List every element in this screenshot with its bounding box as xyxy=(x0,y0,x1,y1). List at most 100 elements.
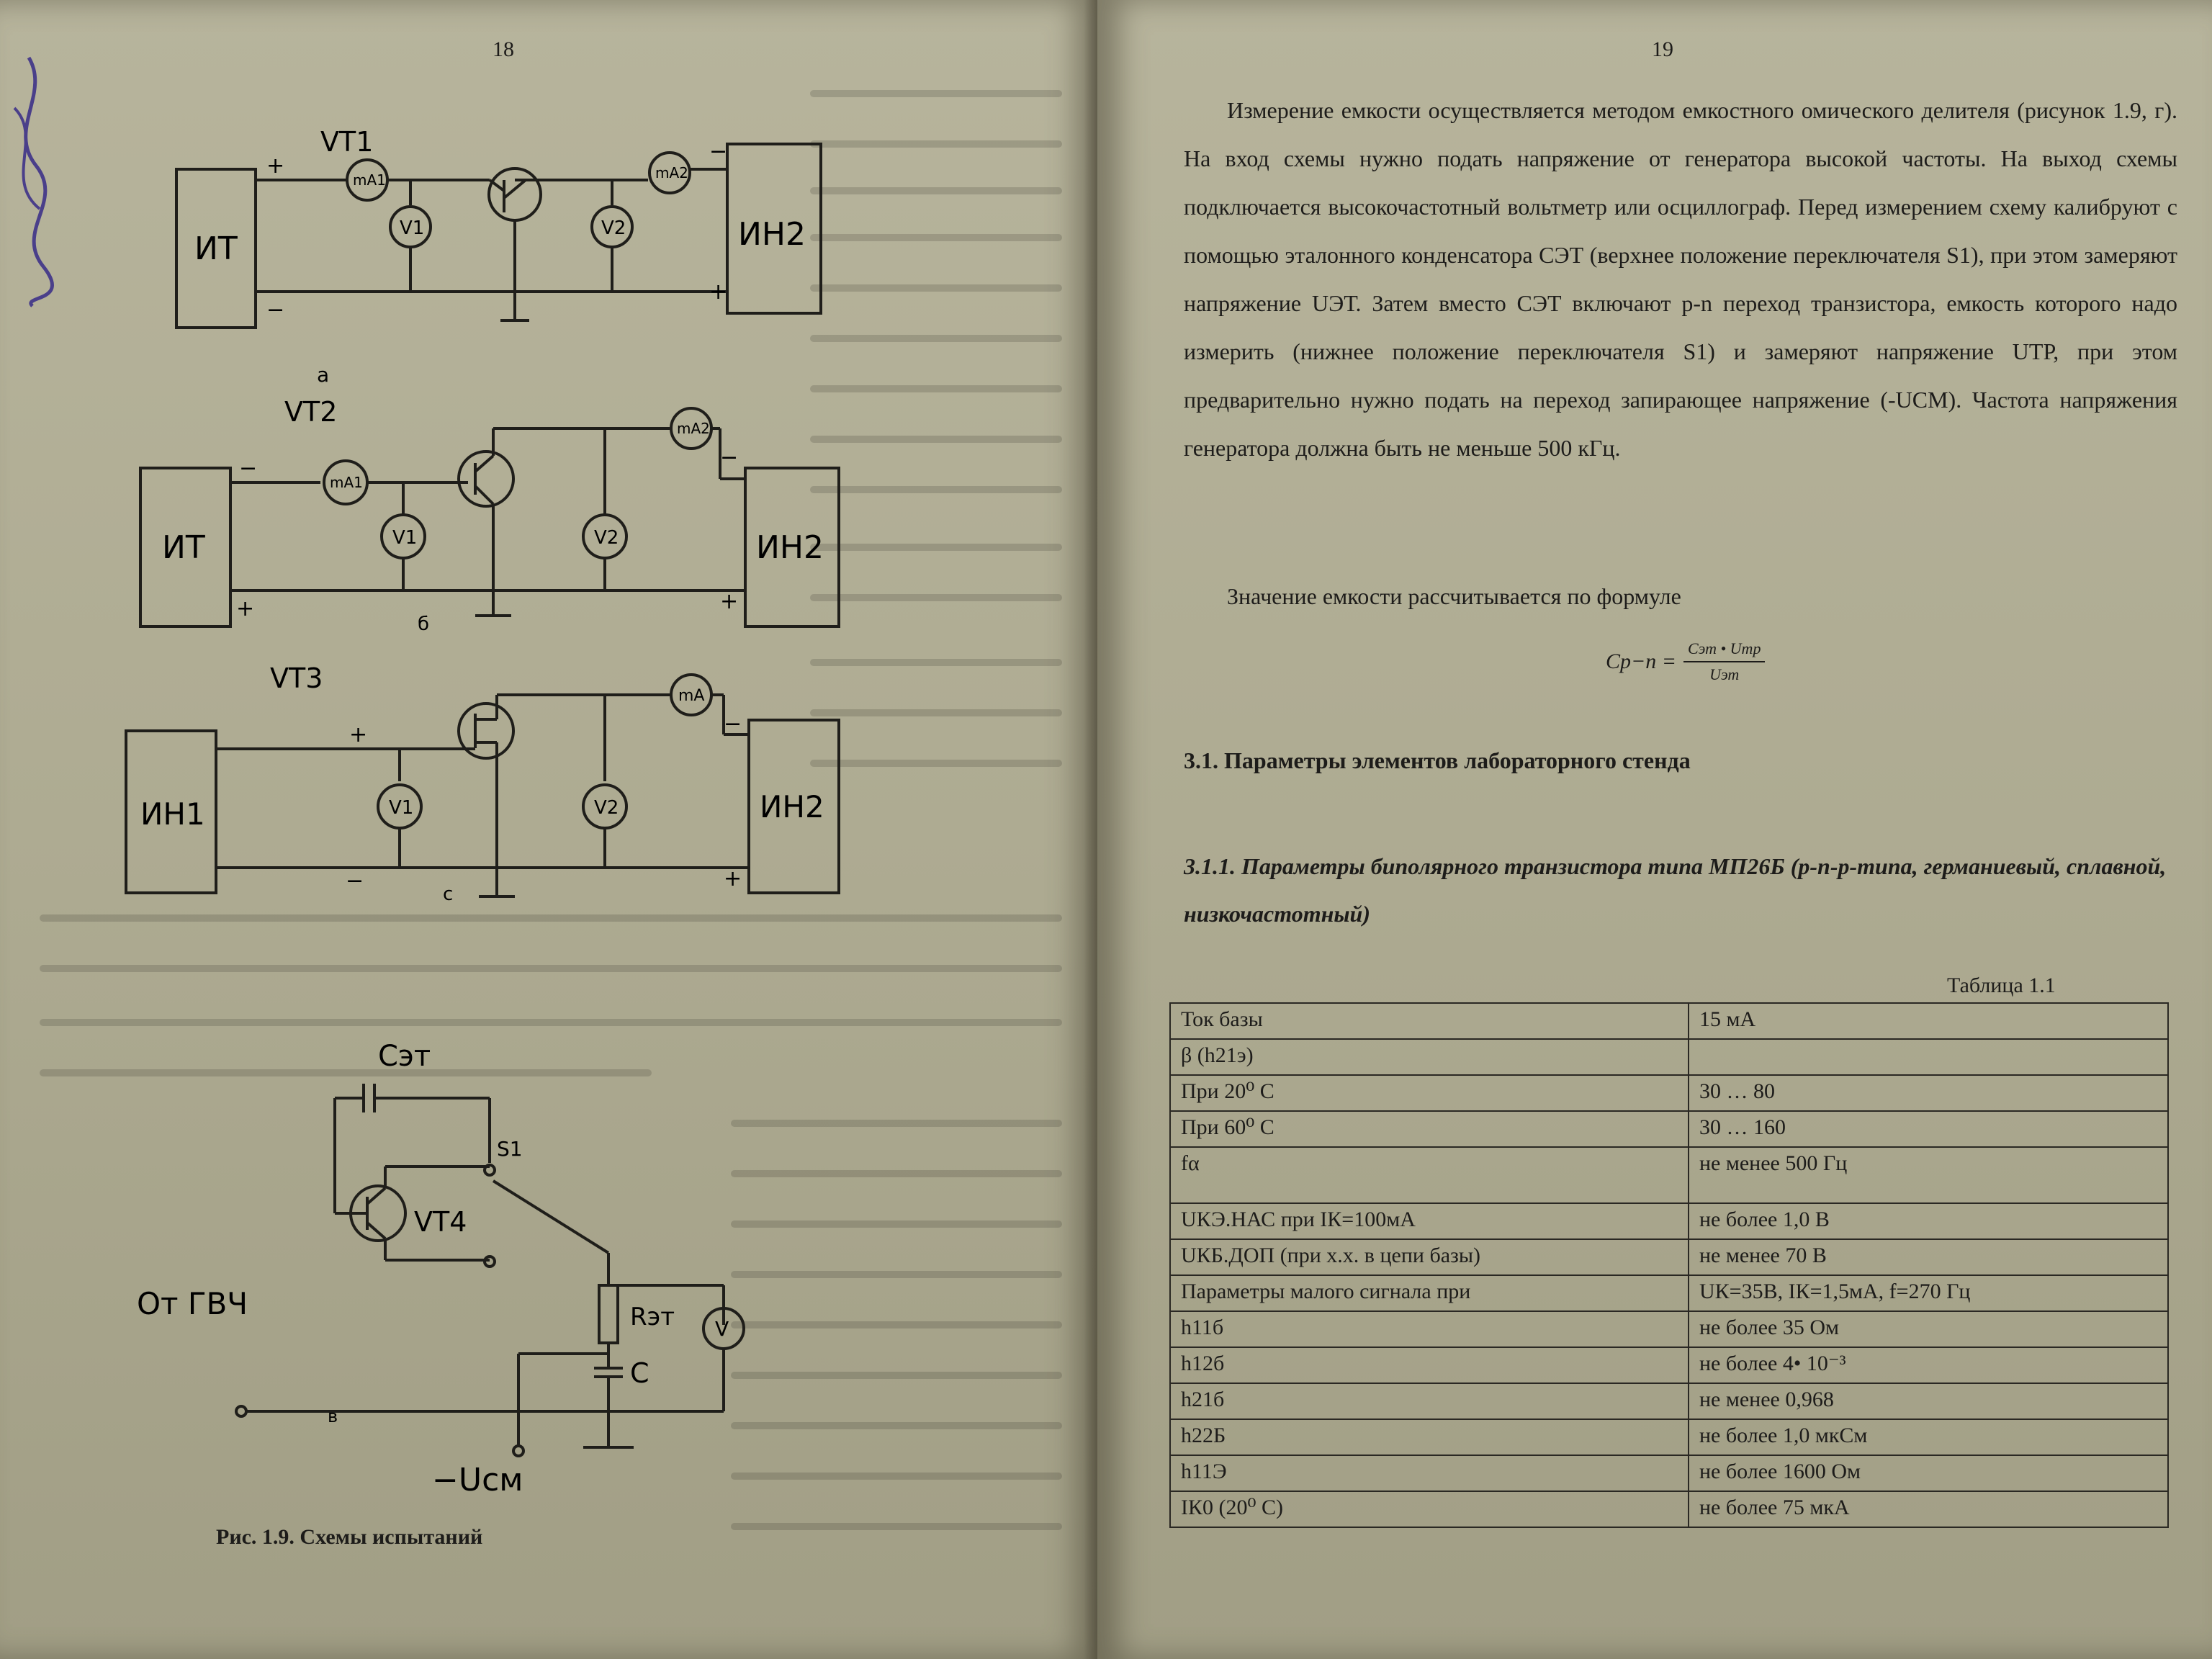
left-page: 18 xyxy=(0,0,1097,1659)
table-cell: 15 мА xyxy=(1688,1002,2169,1040)
table-cell: h11б xyxy=(1169,1310,1689,1348)
vt1-meter2-label: mA2 xyxy=(655,164,688,181)
vt4-resistor-label: Rэт xyxy=(630,1303,675,1331)
table-cell: Параметры малого сигнала при xyxy=(1169,1274,1689,1312)
schematic-vt4: Сэт S1 VT4 Rэт С V От ГВЧ −Uсм в xyxy=(137,1040,745,1498)
vt2-polarity-left-top: − xyxy=(239,456,257,481)
vt1-volt2-label: V2 xyxy=(601,217,626,239)
formula-denominator: Uэт xyxy=(1709,665,1740,683)
vt3-load-box-label: ИН2 xyxy=(760,789,824,824)
table-cell xyxy=(1688,1038,2169,1076)
table-cell: Ток базы xyxy=(1169,1002,1689,1040)
vt2-polarity-left-bottom: + xyxy=(236,596,254,621)
vt1-volt1-label: V1 xyxy=(400,217,424,239)
vt1-title: VT1 xyxy=(320,126,373,158)
vt3-polarity-left-top: + xyxy=(349,722,367,747)
vt1-polarity-right-bottom: + xyxy=(709,279,727,305)
figure-caption: Рис. 1.9. Схемы испытаний xyxy=(216,1525,483,1549)
vt2-source-box-label: ИТ xyxy=(162,529,205,566)
vt1-polarity-right-top: − xyxy=(709,139,727,164)
schematic-vt2: VT2 ИТ ИН2 mA1 mA2 V1 V2 − + − + б xyxy=(139,400,840,635)
vt4-switch-label: S1 xyxy=(497,1137,523,1161)
vt3-polarity-right-top: − xyxy=(724,711,742,737)
vt4-sublabel: в xyxy=(328,1406,338,1426)
vt4-cap2-label: С xyxy=(630,1357,649,1389)
table-cell: 30 … 80 xyxy=(1688,1074,2169,1112)
table-cell: не более 75 мкА xyxy=(1688,1491,2169,1528)
table-cell: При 60⁰ С xyxy=(1169,1110,1689,1148)
table-cell: fα xyxy=(1169,1146,1689,1204)
vt3-volt2-label: V2 xyxy=(594,797,619,819)
vt1-polarity-left-top: + xyxy=(266,153,284,179)
table-cell: не более 1600 Ом xyxy=(1688,1455,2169,1492)
table-cell: не менее 0,968 xyxy=(1688,1382,2169,1420)
page-number-right: 19 xyxy=(1652,37,1673,61)
handwritten-signature xyxy=(13,56,54,307)
vt2-load-box-label: ИН2 xyxy=(756,529,824,566)
vt4-bias-label: −Uсм xyxy=(432,1462,523,1498)
formula-numerator: Cэт • Uтр xyxy=(1683,639,1766,662)
vt3-polarity-left-bottom: − xyxy=(346,868,364,894)
vt4-volt-label: V xyxy=(715,1317,729,1341)
vt2-polarity-right-bottom: + xyxy=(720,589,738,614)
schematic-vt3: VT3 ИН1 ИН2 mA V1 V2 + − − + с xyxy=(125,666,840,905)
vt4-transistor-label: VT4 xyxy=(414,1206,467,1238)
vt3-title: VT3 xyxy=(270,666,323,694)
table-cell: не менее 500 Гц xyxy=(1688,1146,2169,1204)
table-cell: UК=35В, IК=1,5мА, f=270 Гц xyxy=(1688,1274,2169,1312)
vt2-meter2-label: mA2 xyxy=(677,420,710,437)
vt1-polarity-left-bottom: − xyxy=(266,297,284,323)
page-number-left: 18 xyxy=(493,37,514,61)
table-row: UКБ.ДОП (при х.х. в цепи базы)не менее 7… xyxy=(1169,1238,2169,1276)
table-caption: Таблица 1.1 xyxy=(1947,974,2056,997)
vt4-input-label: От ГВЧ xyxy=(137,1286,248,1321)
table-cell: h22Б xyxy=(1169,1419,1689,1456)
capacitance-formula: Cp−n = Cэт • Uтр Uэт xyxy=(1606,639,1766,684)
table-cell: При 20⁰ С xyxy=(1169,1074,1689,1112)
subsection-heading: 3.1.1. Параметры биполярного транзистора… xyxy=(1184,853,2167,927)
vt3-meter-label: mA xyxy=(678,687,704,705)
vt1-meter1-label: mA1 xyxy=(353,171,386,189)
table-cell: UКБ.ДОП (при х.х. в цепи базы) xyxy=(1169,1238,1689,1276)
table-cell: не более 35 Ом xyxy=(1688,1310,2169,1348)
vt2-volt2-label: V2 xyxy=(594,527,619,549)
table-cell: не более 1,0 мкСм xyxy=(1688,1419,2169,1456)
formula-lhs: Cp−n = xyxy=(1606,649,1676,673)
vt3-volt1-label: V1 xyxy=(389,797,413,819)
table-cell: не более 4• 10⁻³ xyxy=(1688,1346,2169,1384)
vt3-sublabel: с xyxy=(443,884,453,905)
table-cell: h12б xyxy=(1169,1346,1689,1384)
vt1-sublabel: а xyxy=(317,363,329,387)
right-page: 19 Измерение емкости осуществляется мето… xyxy=(1097,0,2212,1659)
table-cell: UКЭ.НАС при IК=100мА xyxy=(1169,1202,1689,1240)
formula-intro: Значение емкости рассчитывается по форму… xyxy=(1227,583,1681,609)
vt2-meter1-label: mA1 xyxy=(330,474,363,491)
vt1-source-box-label: ИТ xyxy=(194,230,238,267)
vt1-load-box-label: ИН2 xyxy=(738,216,806,253)
table-row: β (h21э) xyxy=(1169,1038,2169,1076)
schematic-vt1: VT1 ИТ ИН2 mA1 mA2 V1 V2 + − − + а xyxy=(175,126,822,387)
table-row: IК0 (20⁰ С)не более 75 мкА xyxy=(1169,1491,2169,1528)
vt2-sublabel: б xyxy=(418,613,429,635)
table-cell: h11Э xyxy=(1169,1455,1689,1492)
table-cell: 30 … 160 xyxy=(1688,1110,2169,1148)
formula-fraction: Cэт • Uтр Uэт xyxy=(1683,639,1766,684)
table-cell: IК0 (20⁰ С) xyxy=(1169,1491,1689,1528)
vt4-cap-label: Сэт xyxy=(378,1040,431,1073)
table-cell: не более 1,0 В xyxy=(1688,1202,2169,1240)
section-heading: 3.1. Параметры элементов лабораторного с… xyxy=(1184,747,1691,773)
table-cell: β (h21э) xyxy=(1169,1038,1689,1076)
table-cell: h21б xyxy=(1169,1382,1689,1420)
bleed-through-text xyxy=(40,90,1062,1530)
vt2-volt1-label: V1 xyxy=(392,527,417,549)
